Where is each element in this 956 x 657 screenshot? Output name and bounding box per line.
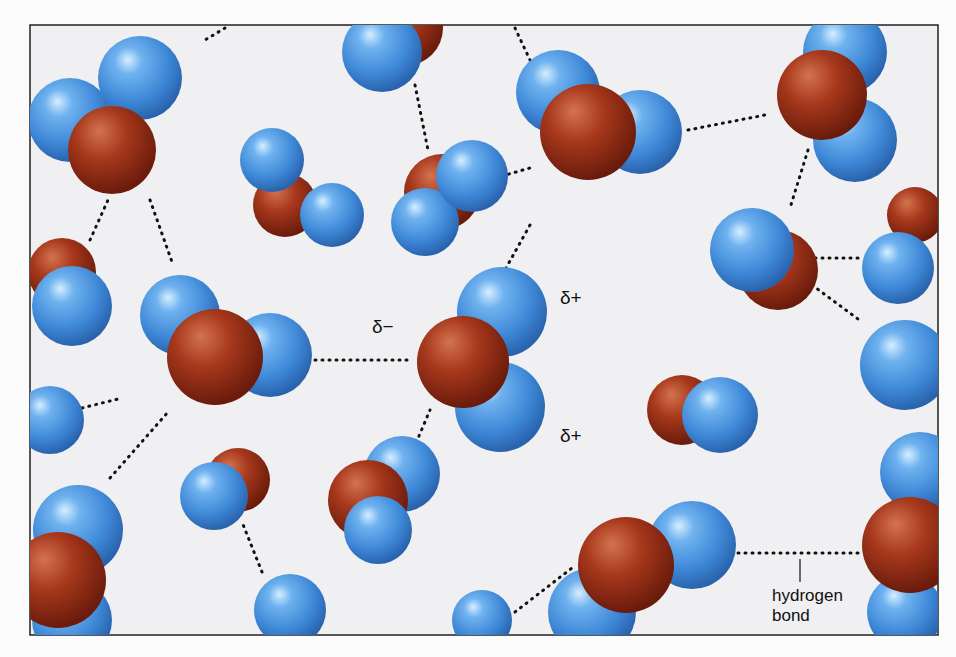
partial-charge: δ−: [372, 316, 394, 338]
callout-label: hydrogen bond: [772, 586, 864, 625]
partial-charge: δ+: [560, 287, 582, 309]
partial-charge: δ+: [560, 425, 582, 447]
hydrogen-bond-lines: [82, 28, 862, 612]
water-molecules: [30, 25, 938, 635]
leader-line: [799, 559, 800, 582]
